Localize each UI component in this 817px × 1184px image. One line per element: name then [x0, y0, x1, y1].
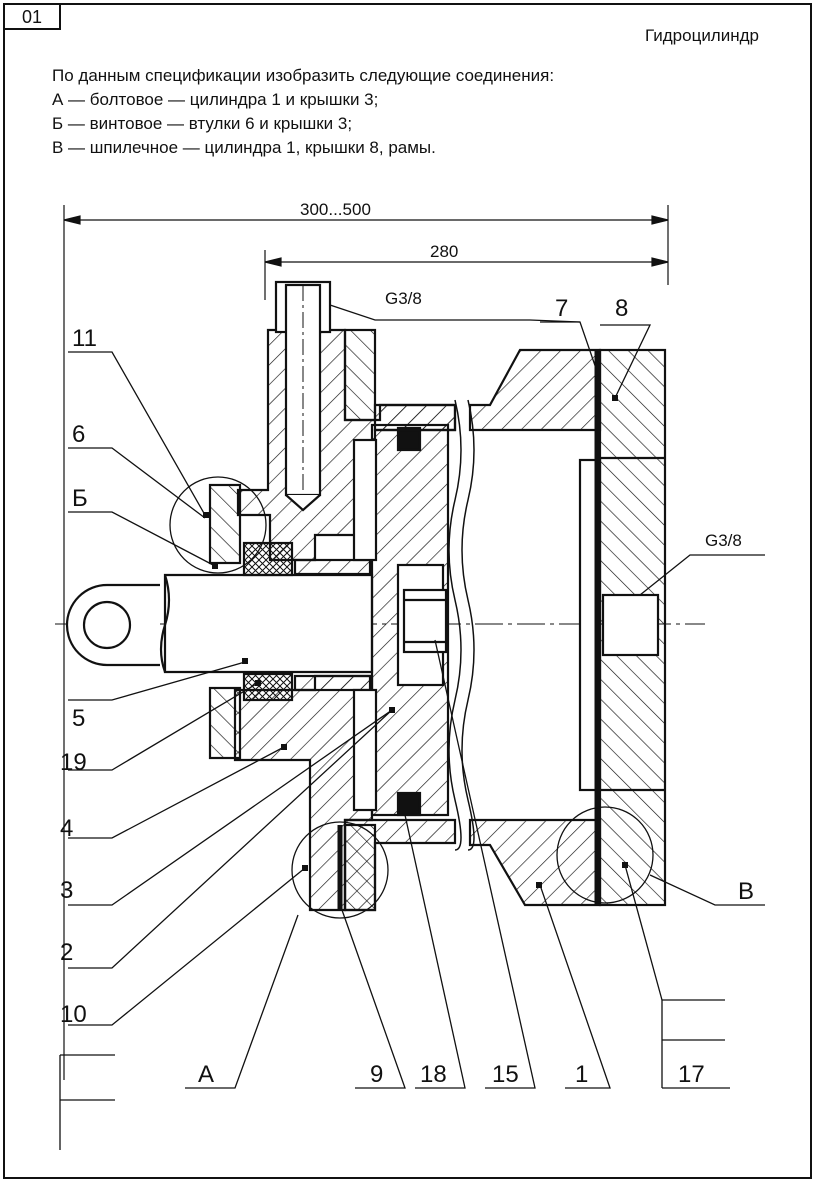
dimension-overall-label: 300...500 — [300, 200, 371, 219]
label-1: 1 — [575, 1061, 588, 1088]
label-8: 8 — [615, 295, 628, 322]
thread-label-top: G3/8 — [385, 289, 422, 308]
thread-label-right: G3/8 — [705, 531, 742, 550]
rod-eye — [65, 583, 160, 667]
label-19: 19 — [60, 749, 87, 776]
dimension-length — [264, 250, 669, 300]
drawing-title: Гидроцилиндр — [645, 26, 759, 45]
label-11: 11 — [72, 325, 97, 352]
piston — [352, 423, 450, 817]
leaders-bottom — [59, 639, 730, 1150]
label-9: 9 — [370, 1061, 383, 1088]
label-3: 3 — [60, 877, 73, 904]
rear-cover — [578, 348, 667, 907]
bushing — [208, 483, 372, 760]
label-5: 5 — [72, 705, 85, 732]
cylinder-tube — [343, 348, 602, 912]
label-4: 4 — [60, 815, 73, 842]
task-text: По данным спецификации изобразить следую… — [52, 64, 554, 160]
leaders-left — [68, 351, 393, 1026]
dimension-length-label: 280 — [430, 242, 458, 261]
label-15: 15 — [492, 1061, 519, 1088]
task-intro: По данным спецификации изобразить следую… — [52, 66, 555, 85]
label-2: 2 — [60, 939, 73, 966]
label-7: 7 — [555, 295, 568, 322]
task-line-a: А — болтовое — цилиндра 1 и крышки 3; — [52, 90, 379, 109]
leaders-top — [329, 304, 765, 906]
cover-upper — [236, 280, 457, 562]
drawing-frame — [3, 3, 812, 1179]
label-v: В — [738, 878, 754, 905]
dimension-overall — [63, 205, 669, 1080]
detail-circle-b — [169, 476, 267, 574]
label-a: А — [198, 1061, 214, 1088]
detail-circle-a — [291, 821, 389, 919]
label-b: Б — [72, 485, 88, 512]
label-10: 10 — [60, 1001, 87, 1028]
label-18: 18 — [420, 1061, 447, 1088]
task-line-v: В — шпилечное — цилиндра 1, крышки 8, ра… — [52, 138, 436, 157]
label-17: 17 — [678, 1061, 705, 1088]
detail-circle-v — [556, 806, 654, 904]
sheet-number: 01 — [3, 3, 61, 30]
label-6: 6 — [72, 421, 85, 448]
task-line-b: Б — винтовое — втулки 6 и крышки 3; — [52, 114, 353, 133]
piston-rod — [159, 573, 374, 674]
